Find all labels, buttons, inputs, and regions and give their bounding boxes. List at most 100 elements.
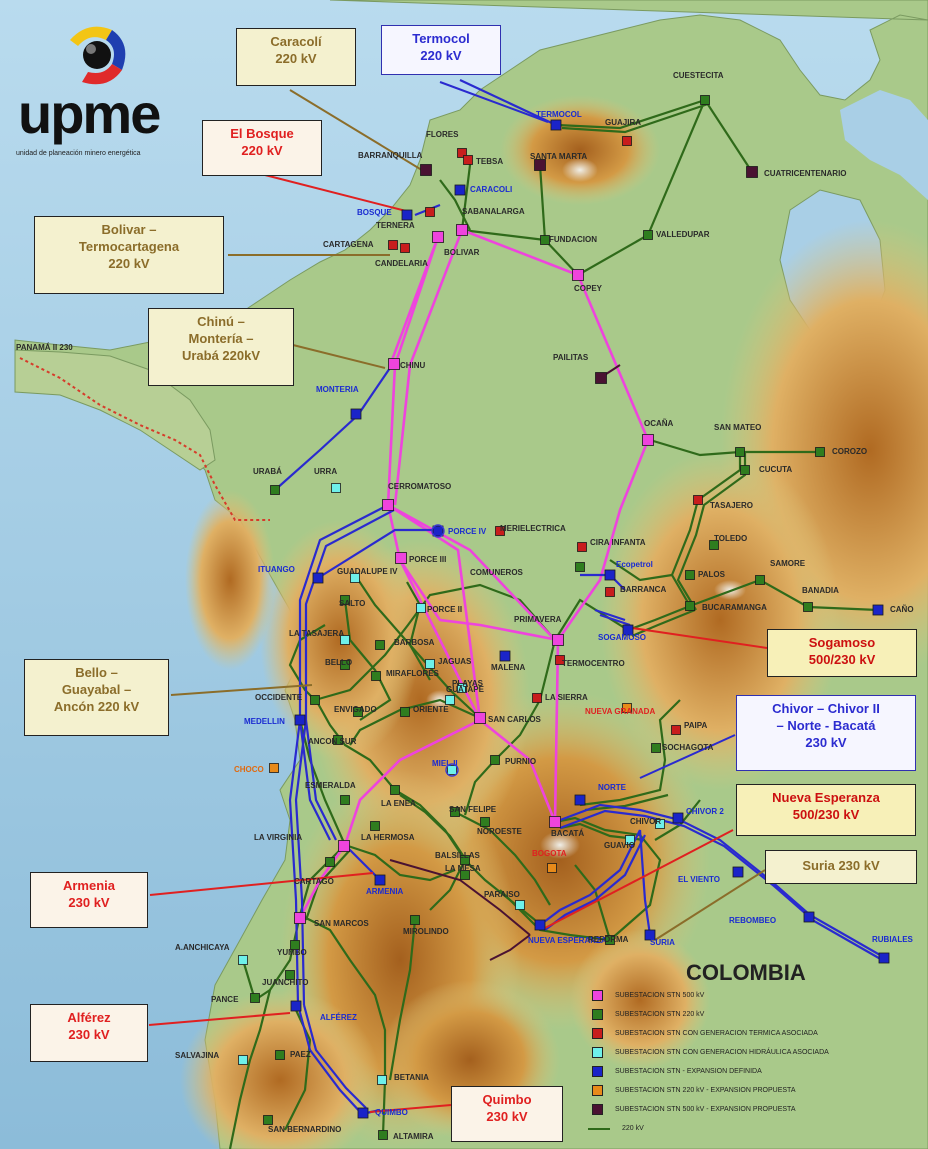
substation-marker (495, 526, 505, 536)
substation-cerromatoso: CERROMATOSO (382, 482, 451, 511)
substation-bogota: BOGOTA (532, 849, 567, 873)
substation-label: FUNDACION (549, 235, 597, 244)
legend-label: SUBESTACION STN 220 kV - EXPANSION PROPU… (615, 1087, 796, 1094)
substation-marker (651, 743, 661, 753)
substation-puerto-lopez: PUERTO LÓPEZ (0, 0, 62, 2)
dam-markers (431, 524, 459, 777)
substation-marker (540, 235, 550, 245)
substation-rebombeo: REBOMBEO (729, 911, 815, 925)
substation-label: BANADIA (802, 586, 839, 595)
substation-marker (395, 552, 407, 564)
substation-caracoli: CARACOLI (454, 184, 512, 196)
substation-label: MERIELECTRICA (500, 524, 566, 533)
substation-la-enea: LA ENEA (381, 785, 416, 808)
substation-marker (460, 870, 470, 880)
substation-label: COROZO (832, 447, 867, 456)
substation-marker (644, 929, 656, 941)
callout-bello: Bello – Guayabal – Ancón 220 kV (24, 659, 169, 736)
legend-label: 220 kV (622, 1125, 644, 1132)
substation-ocana: OCAÑA (642, 419, 674, 446)
substation-label: ANCON SUR (308, 737, 357, 746)
substation-marker (575, 562, 585, 572)
substation-chivor: CHIVOR (630, 817, 665, 829)
substation-label: OCAÑA (644, 419, 674, 428)
substation-marker (740, 465, 750, 475)
substation-marker (416, 603, 426, 613)
substation-label: VALLEDUPAR (656, 230, 710, 239)
substation-termocentro: TERMOCENTRO (555, 655, 625, 668)
substation-malena: MALENA (491, 650, 525, 672)
substation-chinu: CHINU (388, 358, 426, 370)
substation-label: BARRANCA (620, 585, 666, 594)
substation-cano: CAÑO (872, 604, 914, 616)
substation-juanchito: JUANCHITO (262, 970, 309, 987)
substation-alferez: ALFÉREZ (290, 1000, 357, 1022)
substation-betania: BETANIA (377, 1073, 429, 1085)
substation-label: CANDELARIA (375, 259, 428, 268)
substation-marker (270, 485, 280, 495)
substation-label: MIRAFLORES (386, 669, 440, 678)
substation-marker (340, 660, 350, 670)
substation-label: NOROESTE (477, 827, 523, 836)
upme-tagline: unidad de planeación minero energética (16, 150, 141, 157)
substation-urra: URRA (314, 467, 341, 493)
substation-marker (499, 650, 511, 662)
substation-marker (290, 1000, 302, 1012)
legend-swatch (592, 1066, 603, 1077)
substation-label: BOLIVAR (444, 248, 480, 257)
substation-label: URRA (314, 467, 337, 476)
substation-label: CIRA INFANTA (590, 538, 646, 547)
substation-marker (555, 655, 565, 665)
substation-marker (250, 993, 260, 1003)
substation-marker (463, 155, 473, 165)
legend-item-stn-500: SUBESTACION STN 500 kV (592, 986, 922, 1005)
substation-reforma: REFORMA (588, 935, 629, 945)
substation-label: BETANIA (394, 1073, 429, 1082)
substation-label: ITUANGO (258, 565, 295, 574)
substation-a-anchicaya: A.ANCHICAYA (175, 943, 248, 965)
callout-suria: Suria 230 kV (765, 850, 917, 884)
substation-marker (390, 785, 400, 795)
substation-uraba: URABÁ (253, 467, 282, 495)
substation-marker (552, 634, 564, 646)
substation-marker (534, 919, 546, 931)
substation-bosque: BOSQUE (357, 208, 413, 221)
substation-label: SAN MATEO (714, 423, 761, 432)
callout-sogamoso: Sogamoso 500/230 kV (767, 629, 917, 677)
substation-esmeralda: ESMERALDA (305, 781, 356, 805)
callout-armenia: Armenia 230 kV (30, 872, 148, 928)
substation-label: PAEZ (290, 1050, 311, 1059)
substation-oriente: ORIENTE (400, 705, 449, 717)
lines-220kv (228, 98, 879, 1149)
substation-label: PANAMÁ II 230 (16, 343, 73, 352)
substation-mirolindo: MIROLINDO (403, 915, 449, 936)
substation-occidente: OCCIDENTE (255, 693, 320, 705)
substation-marker (340, 635, 350, 645)
substation-marker (377, 1075, 387, 1085)
substation-salto: SALTO (339, 595, 365, 608)
substation-norte: NORTE (574, 783, 627, 806)
substation-label: NORTE (598, 783, 627, 792)
legend-swatch (592, 990, 603, 1001)
substation-label: ENVIGADO (334, 705, 377, 714)
substation-marker (454, 184, 466, 196)
substation-marker (693, 495, 703, 505)
substation-label: SALVAJINA (175, 1051, 219, 1060)
substation-balsillas: BALSILLAS (435, 851, 481, 865)
substation-guavio: GUAVIO (604, 835, 635, 850)
substation-label: BUCARAMANGA (702, 603, 767, 612)
substation-marker (238, 955, 248, 965)
substation-guajira: GUAJIRA (605, 118, 641, 146)
substation-label: COPEY (574, 284, 603, 293)
substation-label: URABÁ (253, 467, 282, 476)
substation-cucuta: CUCUTA (740, 465, 792, 475)
substation-marker (460, 855, 470, 865)
substation-porce-ii: PORCE II (416, 603, 462, 614)
substation-label: LA TASAJERA (289, 629, 344, 638)
substation-marker (572, 269, 584, 281)
substation-label: SAN MARCOS (314, 919, 369, 928)
substation-label: TEBSA (476, 157, 503, 166)
substation-ancon-sur: ANCON SUR (308, 735, 357, 746)
substation-fundacion: FUNDACION (540, 235, 597, 245)
legend-label: SUBESTACION STN - EXPANSION DEFINIDA (615, 1068, 762, 1075)
